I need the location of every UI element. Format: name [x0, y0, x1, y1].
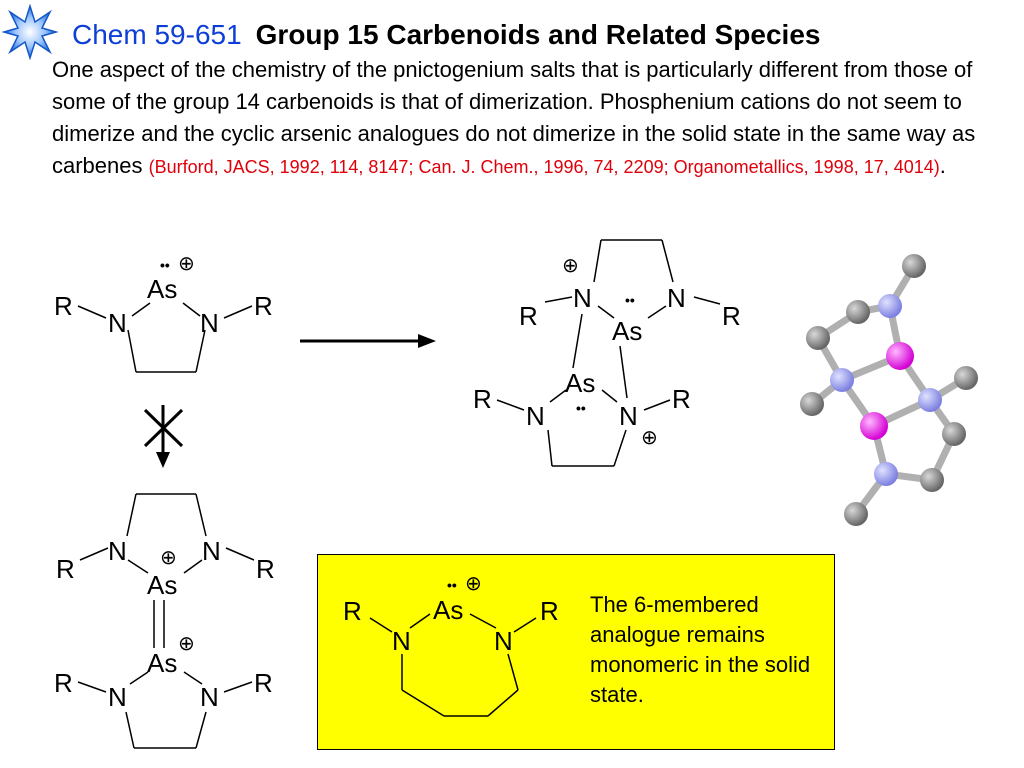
note-text: The 6-membered analogue remains monomeri…	[590, 592, 811, 707]
carbon-atom	[806, 326, 830, 350]
nitrogen-atom	[878, 294, 902, 318]
carbon-atom	[846, 300, 870, 324]
starburst-logo-icon	[2, 4, 58, 60]
arrow-right-icon	[300, 334, 436, 348]
nitrogen-atom-label: N	[619, 401, 638, 431]
r-group-label: R	[343, 596, 362, 626]
lone-pair-dots: ••	[160, 257, 170, 273]
nitrogen-atom	[830, 368, 854, 392]
nitrogen-atom-label: N	[494, 626, 513, 656]
r-group-label: R	[473, 384, 492, 414]
nitrogen-atom-label: N	[202, 536, 221, 566]
diarsene-dimer-structure: N N As R R ⊕ As N N R R ⊕	[54, 493, 275, 749]
carbon-atom	[954, 366, 978, 390]
arsenic-atom-label: As	[565, 368, 595, 398]
slide-title: Chem 59-651 Group 15 Carbenoids and Relat…	[72, 18, 820, 52]
nitrogen-atom-label: N	[108, 536, 127, 566]
slide-topic: Group 15 Carbenoids and Related Species	[255, 19, 821, 50]
arsenic-atom-label: As	[147, 274, 177, 304]
arsenic-atom	[860, 412, 888, 440]
nitrogen-atom-label: N	[108, 308, 127, 338]
positive-charge-icon: ⊕	[178, 253, 195, 275]
nitrogen-atom-label: N	[392, 626, 411, 656]
r-group-label: R	[256, 554, 275, 584]
paragraph-end: .	[939, 153, 946, 178]
r-group-label: R	[254, 291, 273, 321]
positive-charge-icon: ⊕	[178, 633, 195, 655]
dimer-structure-upper: N N As R R ⊕ •• As N N R R •• ⊕	[473, 239, 741, 467]
carbon-atom	[800, 392, 824, 416]
r-group-label: R	[722, 301, 741, 331]
carbon-atom	[902, 254, 926, 278]
lone-pair-dots: ••	[447, 577, 457, 593]
r-group-label: R	[672, 384, 691, 414]
r-group-label: R	[519, 301, 538, 331]
nitrogen-atom-label: N	[667, 283, 686, 313]
positive-charge-icon: ⊕	[641, 427, 658, 449]
nitrogen-atom-label: N	[200, 308, 219, 338]
nitrogen-atom-label: N	[526, 401, 545, 431]
arsenic-atom-label: As	[147, 648, 177, 678]
literature-reference: (Burford, JACS, 1992, 114, 8147; Can. J.…	[148, 157, 940, 177]
carbon-atom	[942, 422, 966, 446]
carbon-atom	[920, 468, 944, 492]
arsenic-atom-label: As	[433, 595, 463, 625]
positive-charge-icon: ⊕	[160, 547, 177, 569]
monomer-structure: As N N R R •• ⊕	[54, 253, 273, 373]
body-paragraph: One aspect of the chemistry of the pnict…	[52, 54, 982, 183]
arsenic-atom-label: As	[612, 316, 642, 346]
crossed-arrow-down-icon	[143, 405, 184, 468]
r-group-label: R	[54, 668, 73, 698]
nitrogen-atom	[918, 388, 942, 412]
paragraph-text: One aspect of the chemistry of the pnict…	[52, 57, 976, 178]
course-code: Chem 59-651	[72, 19, 242, 50]
nitrogen-atom-label: N	[108, 682, 127, 712]
r-group-label: R	[54, 291, 73, 321]
six-membered-structure: As N N R R •• ⊕	[343, 573, 559, 717]
carbon-atom	[844, 502, 868, 526]
lone-pair-dots: ••	[625, 292, 635, 308]
r-group-label: R	[540, 596, 559, 626]
arsenic-atom	[886, 342, 914, 370]
nitrogen-atom	[874, 462, 898, 486]
nitrogen-atom-label: N	[200, 682, 219, 712]
r-group-label: R	[254, 668, 273, 698]
positive-charge-icon: ⊕	[465, 573, 482, 595]
arsenic-atom-label: As	[147, 570, 177, 600]
lone-pair-dots: ••	[576, 400, 586, 416]
nitrogen-atom-label: N	[573, 283, 592, 313]
positive-charge-icon: ⊕	[562, 255, 579, 277]
note-box	[317, 554, 835, 750]
crystal-structure-model	[800, 254, 978, 526]
r-group-label: R	[56, 554, 75, 584]
